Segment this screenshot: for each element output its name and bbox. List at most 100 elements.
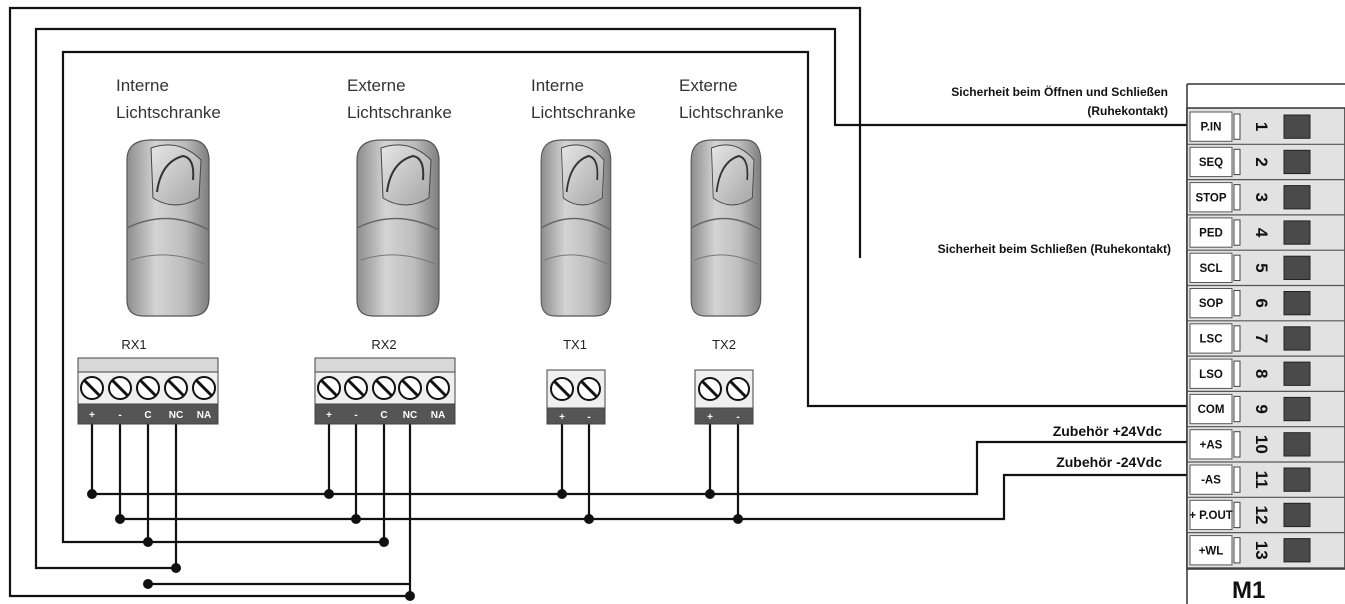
- terminal-number: 13: [1252, 541, 1271, 560]
- terminal-label-cell: [1189, 393, 1233, 425]
- pin-label: NA: [197, 410, 211, 421]
- terminal-row: +WL 13: [1187, 535, 1345, 569]
- screw-icon: [726, 377, 750, 401]
- terminal-label-cell: [1189, 146, 1233, 178]
- photocell-title: Externe: [679, 76, 738, 95]
- terminal-code: +AS: [1200, 439, 1223, 451]
- terminal-number: 11: [1252, 471, 1271, 489]
- terminal-number: 1: [1252, 122, 1271, 131]
- terminal-screw-icon: [1283, 255, 1311, 281]
- terminal-clamp: [1233, 290, 1241, 317]
- junction-dot: [115, 514, 125, 524]
- wire-pin-rx1: [34, 27, 1190, 570]
- wire-group: [8, 6, 1190, 598]
- pin-label: +: [559, 412, 565, 423]
- terminal-label-cell: [1189, 323, 1233, 354]
- terminal-screw-icon: [1283, 467, 1311, 492]
- terminal-code: LSO: [1199, 369, 1223, 381]
- terminal-screw-icon: [1283, 149, 1311, 175]
- terminal-screw-icon: [1283, 185, 1311, 210]
- note-safety-open-close-sub: (Ruhekontakt): [1087, 104, 1168, 118]
- terminal-label-cell: [1189, 464, 1233, 495]
- junction-dot: [351, 514, 361, 524]
- terminal-code: SCL: [1200, 263, 1223, 275]
- terminal-clamp: [1233, 501, 1241, 529]
- terminal-label-cell: [1189, 535, 1233, 566]
- terminal-row: SCL 5: [1187, 252, 1345, 287]
- device-label: TX2: [712, 337, 736, 352]
- pin-label: NC: [403, 410, 417, 421]
- terminal-strip-rx2: + - C NC NA: [314, 357, 456, 425]
- terminal-number: 2: [1252, 157, 1271, 166]
- terminal-clamp: [1233, 395, 1241, 423]
- terminal-row: SEQ 2: [1187, 146, 1345, 181]
- terminal-block-name: M1: [1232, 577, 1265, 604]
- photocell-title: Externe: [347, 76, 406, 95]
- terminal-clamp: [1233, 466, 1241, 493]
- screw-icon: [80, 376, 104, 400]
- terminal-clamp: [1233, 325, 1241, 352]
- terminal-row: LSC 7: [1187, 323, 1345, 357]
- terminal-number: 10: [1252, 435, 1271, 454]
- screw-icon: [317, 376, 341, 400]
- junction-dot: [705, 489, 715, 499]
- pin-label: -: [118, 410, 121, 421]
- terminal-number: 4: [1252, 228, 1271, 238]
- junction-dot: [379, 537, 389, 547]
- photocell-title: Interne: [116, 76, 169, 95]
- terminal-row: +AS 10: [1187, 429, 1345, 463]
- screw-icon: [164, 376, 188, 400]
- junction-dot: [733, 514, 743, 524]
- terminal-code: STOP: [1195, 192, 1226, 204]
- terminal-number: 5: [1252, 263, 1271, 272]
- terminal-label-cell: [1189, 111, 1233, 142]
- note-accessory-plus: Zubehör +24Vdc: [1053, 423, 1163, 439]
- terminal-code: +WL: [1199, 545, 1224, 557]
- photocell-titles: Interne Lichtschranke Externe Lichtschra…: [116, 76, 784, 122]
- terminal-row: -AS 11: [1187, 464, 1345, 498]
- terminal-screw-icon: [1283, 396, 1311, 422]
- terminal-number: 9: [1252, 404, 1271, 413]
- terminal-strip-tx1: + -: [546, 369, 606, 425]
- pin-label: NA: [431, 410, 445, 421]
- terminal-screw-icon: [1283, 291, 1311, 316]
- device-label: RX1: [121, 337, 146, 352]
- screw-icon: [192, 376, 216, 400]
- pin-label: +: [326, 410, 332, 421]
- photocell-devices: [126, 139, 762, 317]
- junction-dot: [143, 537, 153, 547]
- wire-com: [61, 50, 1190, 544]
- junction-dots: [87, 489, 743, 601]
- pin-label: -: [354, 410, 357, 421]
- terminal-code: LSC: [1200, 333, 1223, 345]
- terminal-number: 7: [1252, 334, 1271, 343]
- photocell-icon: [690, 139, 762, 317]
- terminal-label-cell: [1189, 182, 1233, 213]
- note-accessory-minus: Zubehör -24Vdc: [1056, 454, 1162, 470]
- terminal-strip-tx2: + -: [694, 369, 754, 425]
- terminal-screw-icon: [1283, 114, 1311, 139]
- device-label: TX1: [563, 337, 587, 352]
- terminal-code: P.IN: [1201, 122, 1222, 134]
- terminal-number: 6: [1252, 298, 1271, 307]
- photocell-icon: [126, 139, 210, 317]
- terminal-label-cell: [1189, 499, 1233, 531]
- terminal-label-cell: [1189, 358, 1233, 389]
- terminal-screw-icon: [1283, 220, 1311, 245]
- pin-label: C: [144, 410, 151, 421]
- terminal-row: P.IN 1: [1187, 111, 1345, 145]
- terminal-code: -AS: [1201, 475, 1221, 487]
- junction-dot: [584, 514, 594, 524]
- photocell-title: Lichtschranke: [347, 103, 452, 122]
- pin-label: C: [380, 410, 387, 421]
- terminal-clamp: [1233, 148, 1241, 176]
- junction-dot: [143, 579, 153, 589]
- terminal-clamp: [1233, 360, 1241, 387]
- terminal-clamp: [1233, 254, 1241, 281]
- terminal-screw-icon: [1283, 432, 1311, 457]
- terminal-screw-icon: [1283, 361, 1311, 386]
- terminal-code: SEQ: [1199, 157, 1223, 169]
